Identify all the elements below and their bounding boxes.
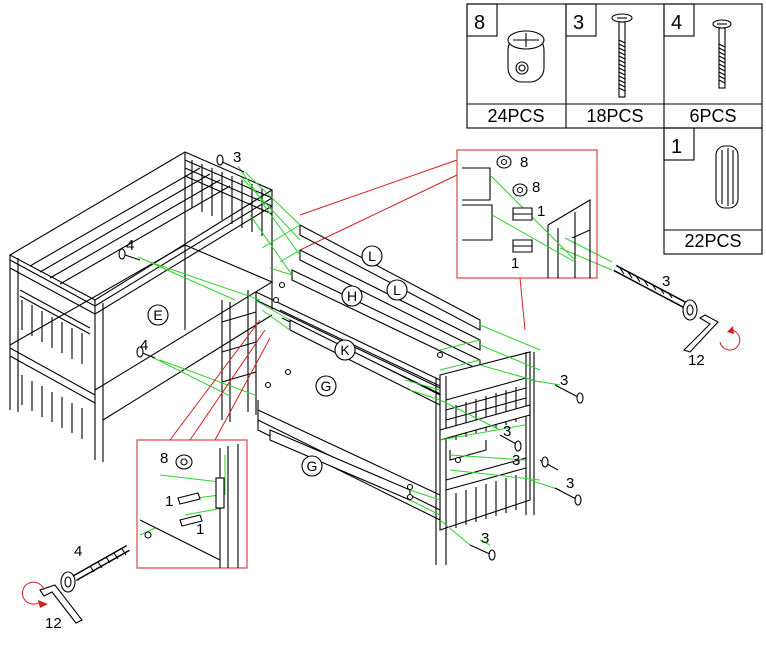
bolt-label: 3 bbox=[512, 452, 520, 469]
part-letter-h: H bbox=[341, 285, 363, 307]
barrel-nut-icon bbox=[175, 454, 193, 470]
callout-label: 1 bbox=[165, 493, 173, 510]
bolt-label: 3 bbox=[233, 149, 241, 166]
part-letter-label: G bbox=[321, 378, 332, 394]
bolt-label: 3 bbox=[662, 273, 670, 290]
bolt-label: 3 bbox=[503, 423, 511, 440]
part-letter-k: K bbox=[334, 339, 356, 361]
allen-key-left-icon: 12 bbox=[21, 581, 83, 632]
hardware-index: 3 bbox=[573, 12, 584, 34]
part-letter-l-1: L bbox=[361, 245, 383, 267]
bolt-right-4: 3 bbox=[554, 475, 582, 506]
hardware-index: 8 bbox=[474, 12, 485, 34]
bed-frame bbox=[8, 151, 535, 565]
bolt-left-upper: 4 bbox=[118, 237, 141, 261]
hardware-cell-barrel-nut: 8 24PCS bbox=[466, 3, 545, 126]
hardware-count: 18PCS bbox=[586, 106, 643, 126]
bolt-label: 3 bbox=[560, 372, 568, 389]
wooden-dowel-icon bbox=[715, 145, 739, 209]
callout-label: 8 bbox=[520, 154, 528, 171]
allen-key-label: 12 bbox=[688, 352, 705, 369]
callout-top-right: 8 8 1 1 bbox=[299, 149, 598, 331]
bolt-label: 4 bbox=[74, 543, 82, 560]
bolt-label: 4 bbox=[126, 237, 134, 254]
hardware-cell-long-bolt: 3 18PCS bbox=[565, 3, 644, 126]
wooden-dowel-icon bbox=[512, 207, 533, 253]
callout-label: 8 bbox=[160, 450, 168, 467]
callout-label: 1 bbox=[537, 203, 545, 220]
part-letter-l-2: L bbox=[386, 279, 408, 301]
bolt-label: 3 bbox=[481, 530, 489, 547]
bolt-right-2: 3 bbox=[499, 423, 522, 452]
hardware-count: 22PCS bbox=[684, 231, 741, 251]
hardware-cell-wooden-dowel: 1 22PCS bbox=[663, 127, 742, 251]
long-bolt-icon bbox=[611, 13, 633, 98]
bolt-left-big: 4 bbox=[60, 543, 130, 593]
short-bolt-icon bbox=[712, 19, 732, 89]
part-letter-label: K bbox=[340, 342, 350, 358]
hardware-count: 24PCS bbox=[487, 106, 544, 126]
bolt-left-lower: 4 bbox=[136, 337, 156, 359]
allen-key-right-icon: 12 bbox=[682, 314, 741, 369]
callout-bottom-left: 8 1 1 bbox=[136, 319, 271, 569]
hardware-index: 4 bbox=[671, 12, 682, 34]
part-letter-label: L bbox=[368, 248, 376, 264]
hardware-cell-short-bolt: 4 6PCS bbox=[663, 3, 737, 126]
hardware-count: 6PCS bbox=[689, 106, 736, 126]
callout-label: 1 bbox=[196, 521, 204, 538]
bolt-bottom: 3 bbox=[469, 530, 496, 561]
part-letter-e: E bbox=[147, 304, 169, 326]
part-letter-label: G bbox=[307, 458, 318, 474]
part-letter-g-1: G bbox=[315, 375, 337, 397]
bolt-right-big: 3 bbox=[613, 264, 698, 321]
part-letter-g-2: G bbox=[301, 455, 323, 477]
part-letter-label: H bbox=[347, 288, 357, 304]
callout-label: 1 bbox=[511, 255, 519, 272]
screw-holes bbox=[264, 281, 462, 501]
bolt-right-1: 3 bbox=[554, 372, 584, 404]
bolt-label: 4 bbox=[140, 337, 148, 354]
barrel-nut-icon bbox=[496, 155, 528, 197]
part-letter-label: E bbox=[153, 307, 162, 323]
assembly-guides bbox=[137, 165, 613, 546]
bolt-right-3: 3 bbox=[512, 452, 559, 471]
allen-key-label: 12 bbox=[45, 615, 62, 632]
hardware-table: 8 24PCS 3 18PCS 4 bbox=[466, 3, 763, 255]
wooden-dowel-icon bbox=[177, 492, 203, 527]
bolt-top: 3 bbox=[216, 149, 245, 173]
hardware-index: 1 bbox=[671, 136, 682, 158]
barrel-nut-icon bbox=[507, 30, 545, 83]
part-letter-label: L bbox=[393, 282, 401, 298]
bolt-label: 3 bbox=[566, 475, 574, 492]
callout-label: 8 bbox=[532, 179, 540, 196]
